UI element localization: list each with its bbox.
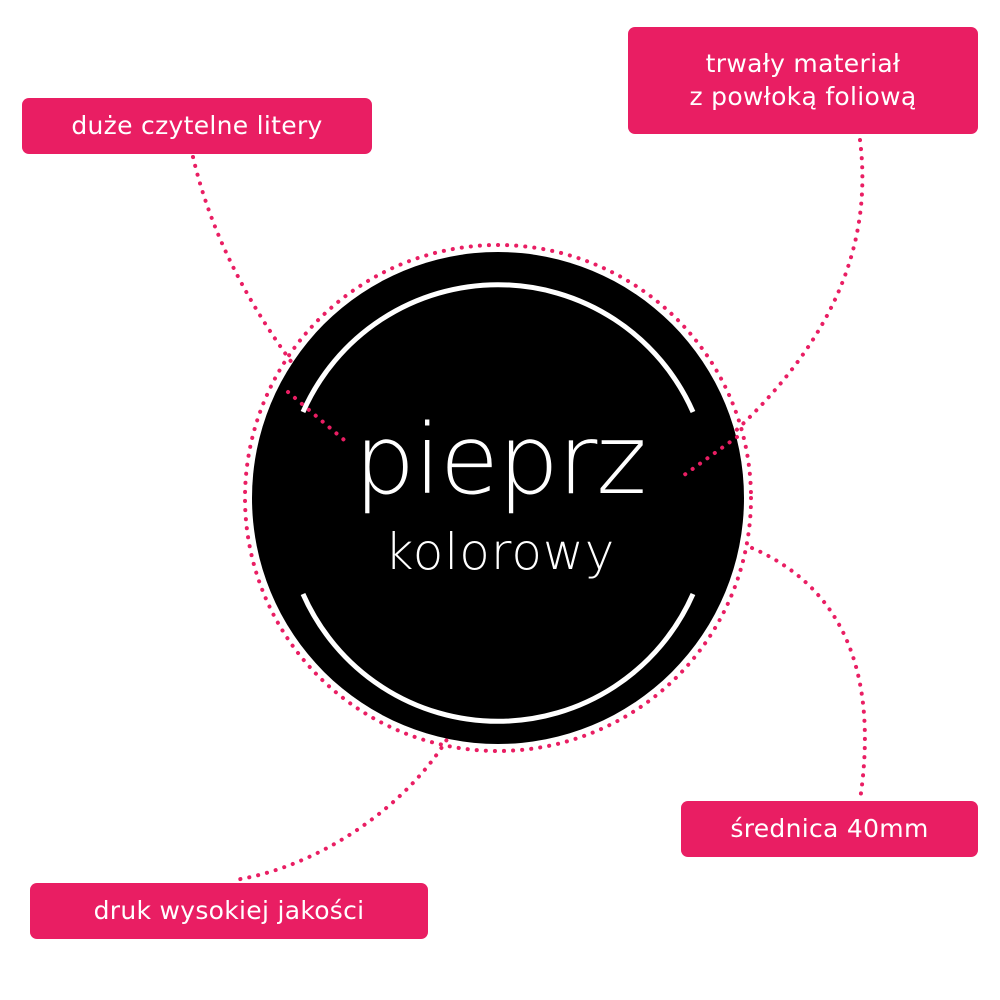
callout-large-letters-text: duże czytelne litery: [71, 110, 323, 140]
connector-letters: [191, 155, 357, 442]
callout-diameter: średnica 40mm: [681, 801, 978, 857]
callout-durable-material-line1: trwały materiał: [705, 49, 901, 78]
sticker-top-arc: [300, 282, 696, 414]
sticker-dotted-outline: [243, 243, 753, 753]
callout-diameter-text: średnica 40mm: [730, 813, 929, 843]
connector-diameter: [750, 546, 867, 802]
callout-durable-material-line2: z powłoką foliową: [689, 81, 917, 111]
callout-print-quality: druk wysokiej jakości: [30, 883, 428, 939]
callout-print-quality-text: druk wysokiej jakości: [93, 895, 365, 925]
connector-print: [233, 706, 465, 882]
sticker-title: pieprz: [354, 404, 646, 516]
sticker-disc: [252, 252, 744, 744]
callout-durable-material: trwały materiał z powłoką foliową: [628, 27, 978, 134]
callout-large-letters: duże czytelne litery: [22, 98, 372, 154]
connector-material-inner: [678, 435, 739, 480]
sticker-bottom-arc: [300, 592, 696, 724]
sticker-subtitle: kolorowy: [384, 523, 616, 581]
